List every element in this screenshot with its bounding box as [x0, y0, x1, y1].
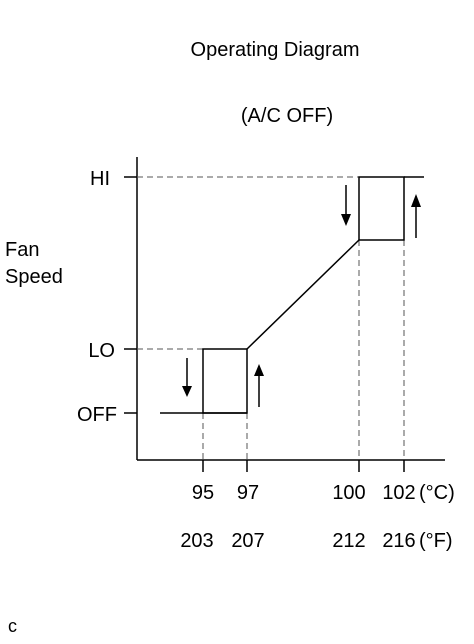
y-axis-label-line-2: Speed [5, 266, 63, 288]
arrow-down-lower-icon [182, 358, 192, 397]
diagram-subtitle: (A/C OFF) [241, 105, 333, 127]
lower-hysteresis-box [202, 348, 248, 414]
level-label-off: OFF [77, 404, 117, 426]
tick-label-c-100: 100 [332, 482, 365, 504]
tick-label-c-95: 95 [192, 482, 214, 504]
upper-hysteresis-box [358, 176, 405, 241]
unit-label-f: (°F) [419, 530, 453, 552]
tick-label-c-102: 102 [382, 482, 415, 504]
level-label-lo: LO [88, 340, 115, 362]
arrow-up-upper-icon [411, 194, 421, 238]
tick-label-f-207: 207 [231, 530, 264, 552]
level-label-hi: HI [90, 168, 110, 190]
y-axis-label-line-1: Fan [5, 239, 39, 261]
unit-label-c: (°C) [419, 482, 455, 504]
arrow-up-lower-icon [254, 364, 264, 407]
corner-label: c [8, 616, 17, 636]
tick-label-f-203: 203 [180, 530, 213, 552]
diagram-title: Operating Diagram [191, 39, 360, 61]
tick-label-f-212: 212 [332, 530, 365, 552]
speed-ramp [246, 239, 360, 350]
tick-label-f-216: 216 [382, 530, 415, 552]
tick-label-c-97: 97 [237, 482, 259, 504]
arrow-down-upper-icon [341, 185, 351, 226]
